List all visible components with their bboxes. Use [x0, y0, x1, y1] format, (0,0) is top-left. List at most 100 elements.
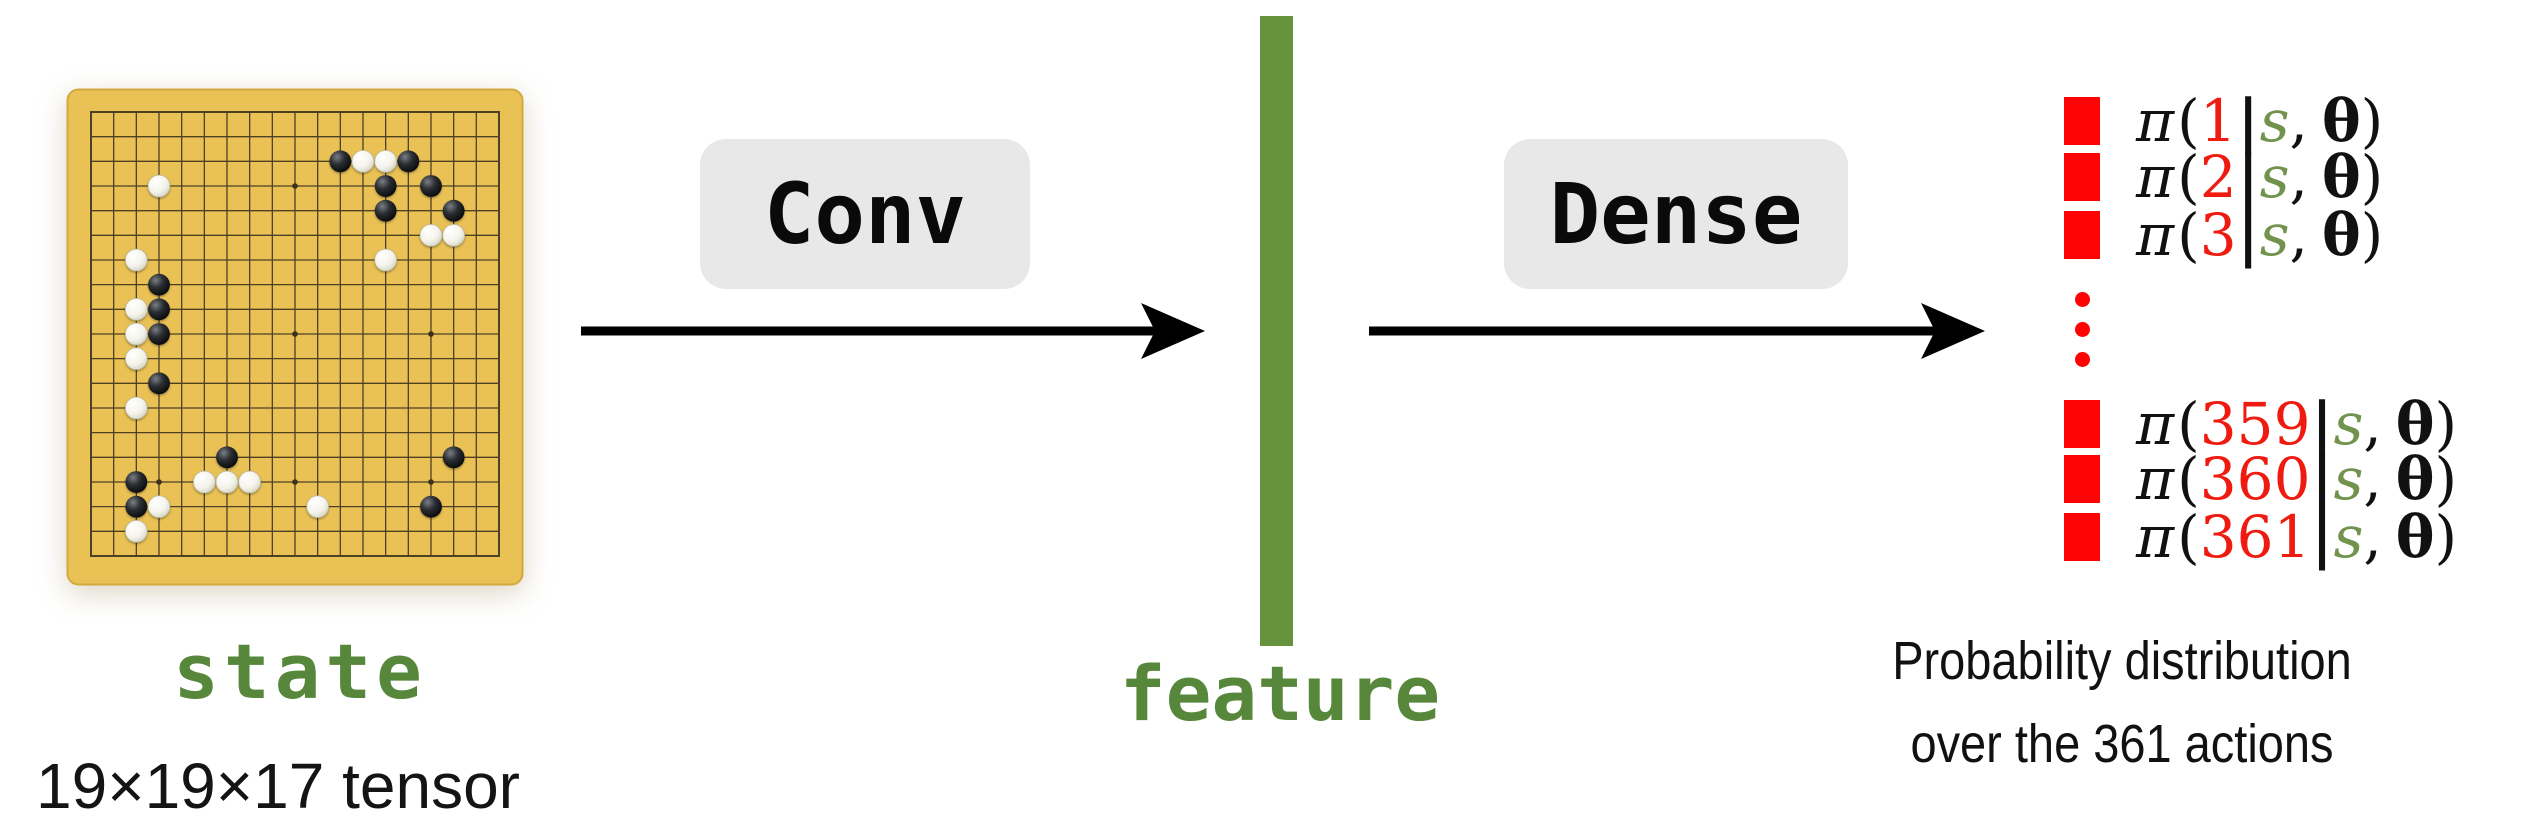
- open-paren: (: [2177, 503, 2200, 571]
- open-paren: (: [2177, 445, 2200, 513]
- black-stone: [374, 175, 397, 197]
- policy-formula-3: π(3|s,θ): [2136, 201, 2383, 269]
- separator-bar: |: [2237, 87, 2259, 155]
- black-stone: [442, 199, 465, 222]
- close-paren: ): [2360, 143, 2384, 211]
- policy-formula-2: π(2|s,θ): [2136, 143, 2383, 211]
- pi-symbol: π: [2136, 143, 2175, 211]
- separator-bar: |: [2237, 201, 2259, 269]
- pi-symbol: π: [2136, 445, 2175, 513]
- state-symbol: s: [2259, 143, 2290, 211]
- dense-layer-label: Dense: [1549, 165, 1803, 263]
- white-stone: [193, 470, 216, 494]
- black-stone: [420, 175, 442, 197]
- dense-arrow: [1369, 303, 1985, 359]
- white-stone: [125, 396, 148, 420]
- probability-bar-2: [2064, 153, 2100, 201]
- black-stone: [442, 446, 465, 469]
- action-index: 3: [2199, 201, 2237, 269]
- white-stone: [215, 470, 239, 494]
- comma: ,: [2363, 445, 2382, 513]
- close-paren: ): [2360, 201, 2384, 269]
- probability-bar-361: [2064, 513, 2100, 561]
- black-stone: [125, 471, 148, 493]
- vertical-ellipsis: [2075, 292, 2090, 367]
- theta-symbol: θ: [2321, 143, 2361, 211]
- probability-caption-line2: over the 361 actions: [1910, 714, 2334, 774]
- white-stone: [442, 224, 465, 247]
- star-point: [428, 479, 434, 485]
- white-stone: [147, 495, 171, 518]
- go-board: [66, 88, 524, 586]
- white-stone: [351, 150, 375, 173]
- theta-symbol: θ: [2395, 390, 2435, 458]
- pi-symbol: π: [2136, 87, 2175, 155]
- action-index: 360: [2199, 445, 2311, 513]
- star-point: [428, 331, 434, 337]
- conv-layer-label: Conv: [763, 165, 967, 263]
- board-stones: [125, 150, 465, 543]
- state-symbol: s: [2333, 390, 2364, 458]
- open-paren: (: [2177, 390, 2200, 458]
- comma: ,: [2289, 201, 2308, 269]
- separator-bar: |: [2311, 503, 2333, 571]
- black-stone: [148, 298, 170, 321]
- pi-symbol: π: [2136, 390, 2175, 458]
- separator-bar: |: [2311, 445, 2333, 513]
- policy-formula-359: π(359|s,θ): [2136, 390, 2457, 458]
- open-paren: (: [2177, 87, 2200, 155]
- policy-formula-361: π(361|s,θ): [2136, 503, 2457, 571]
- conv-layer-box: Conv: [700, 139, 1030, 289]
- state-symbol: s: [2333, 503, 2364, 571]
- open-paren: (: [2177, 201, 2200, 269]
- ellipsis-dot: [2075, 322, 2090, 337]
- theta-symbol: θ: [2321, 87, 2361, 155]
- black-stone: [148, 273, 170, 296]
- state-symbol: s: [2259, 201, 2290, 269]
- theta-symbol: θ: [2395, 503, 2435, 571]
- white-stone: [374, 150, 397, 173]
- probability-caption: Probability distribution over the 361 ac…: [1878, 620, 2365, 786]
- comma: ,: [2363, 503, 2382, 571]
- white-stone: [419, 224, 443, 247]
- conv-arrow: [581, 303, 1205, 359]
- black-stone: [216, 446, 238, 469]
- probability-bar-3: [2064, 211, 2100, 259]
- comma: ,: [2289, 143, 2308, 211]
- white-stone: [125, 520, 148, 543]
- black-stone: [397, 150, 420, 173]
- white-stone: [374, 248, 397, 272]
- pi-symbol: π: [2136, 503, 2175, 571]
- state-label: state: [173, 627, 427, 716]
- pi-symbol: π: [2136, 201, 2175, 269]
- black-stone: [148, 323, 170, 345]
- white-stone: [125, 347, 148, 370]
- separator-bar: |: [2237, 143, 2259, 211]
- white-stone: [125, 322, 148, 346]
- white-stone: [147, 174, 171, 198]
- policy-formula-1: π(1|s,θ): [2136, 87, 2383, 155]
- ellipsis-dot: [2075, 352, 2090, 367]
- close-paren: ): [2434, 390, 2458, 458]
- action-index: 1: [2199, 87, 2237, 155]
- theta-symbol: θ: [2321, 201, 2361, 269]
- star-point: [292, 331, 298, 337]
- black-stone: [374, 199, 397, 222]
- white-stone: [238, 470, 261, 494]
- white-stone: [306, 495, 329, 518]
- probability-bar-360: [2064, 455, 2100, 503]
- ellipsis-dot: [2075, 292, 2090, 307]
- comma: ,: [2289, 87, 2308, 155]
- action-index: 2: [2199, 143, 2237, 211]
- separator-bar: |: [2311, 390, 2333, 458]
- black-stone: [148, 372, 170, 395]
- probability-bar-1: [2064, 97, 2100, 145]
- open-paren: (: [2177, 143, 2200, 211]
- policy-formula-360: π(360|s,θ): [2136, 445, 2457, 513]
- comma: ,: [2363, 390, 2382, 458]
- dense-layer-box: Dense: [1504, 139, 1848, 289]
- star-point: [292, 479, 298, 485]
- tensor-shape-label: 19×19×17 tensor: [36, 750, 520, 822]
- star-point: [292, 183, 298, 189]
